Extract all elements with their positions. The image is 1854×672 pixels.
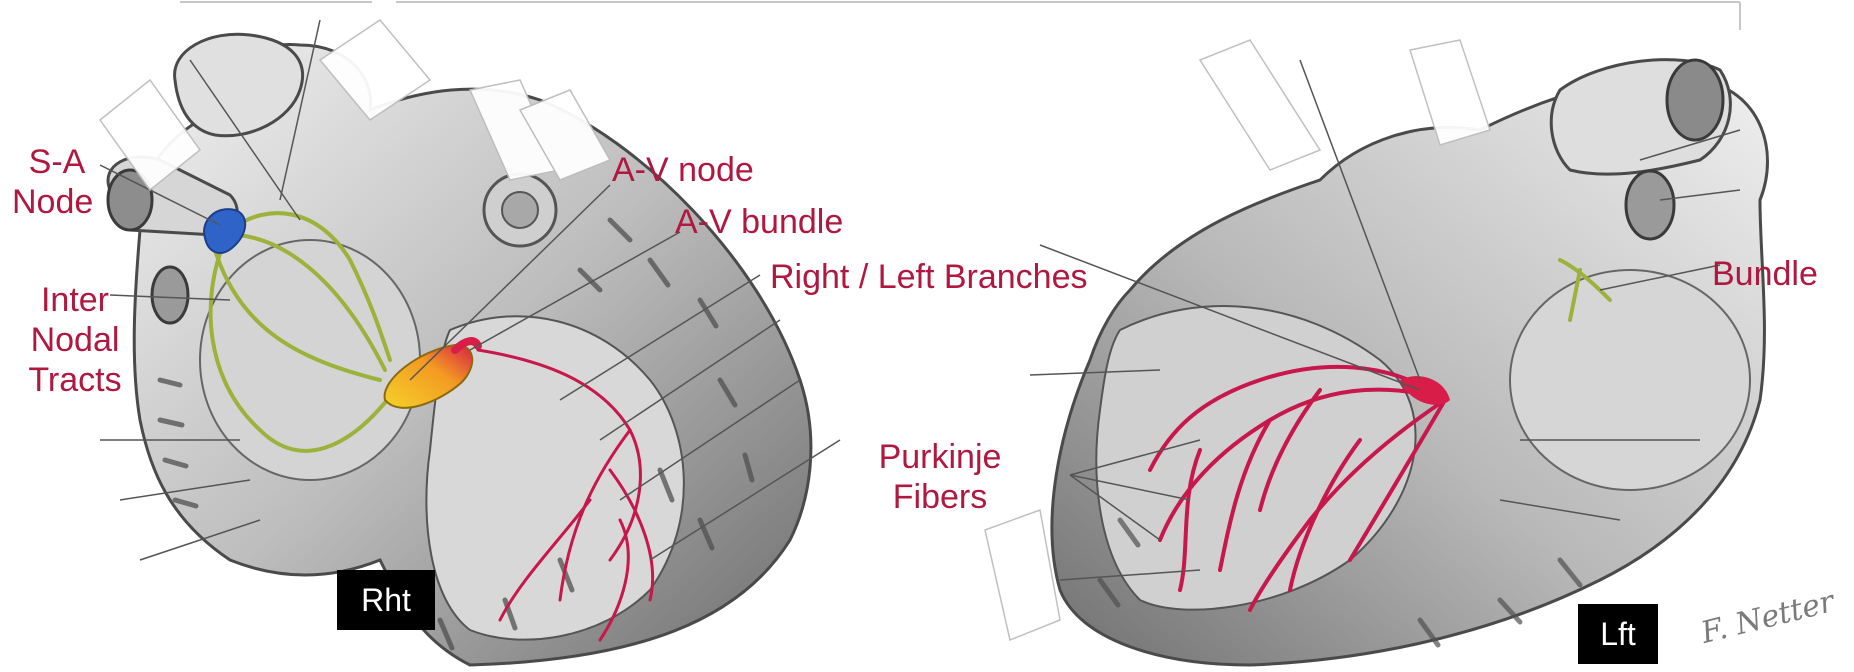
sa-node-label-line2: Node <box>12 182 92 222</box>
left-side-tag: Lft <box>1578 604 1658 664</box>
sa-node-label: S-A Node <box>22 142 92 222</box>
internodal-tracts-label: Inter Nodal Tracts <box>20 280 130 400</box>
internodal-label-line1: Inter <box>20 280 130 320</box>
top-border <box>180 2 1740 30</box>
purkinje-label-line2: Fibers <box>870 477 1010 517</box>
av-bundle-label: A-V bundle <box>675 202 843 242</box>
left-heart-illustration <box>985 40 1768 665</box>
right-heart-illustration <box>100 20 840 665</box>
branches-label: Right / Left Branches <box>770 257 1088 297</box>
internodal-label-line2: Nodal <box>20 320 130 360</box>
sa-node-label-line1: S-A <box>22 142 92 182</box>
purkinje-label-line1: Purkinje <box>870 437 1010 477</box>
bundle-label: Bundle <box>1712 254 1818 294</box>
av-node-label: A-V node <box>612 150 754 190</box>
right-side-tag: Rht <box>337 570 435 630</box>
internodal-label-line3: Tracts <box>20 360 130 400</box>
purkinje-fibers-label: Purkinje Fibers <box>870 437 1010 517</box>
